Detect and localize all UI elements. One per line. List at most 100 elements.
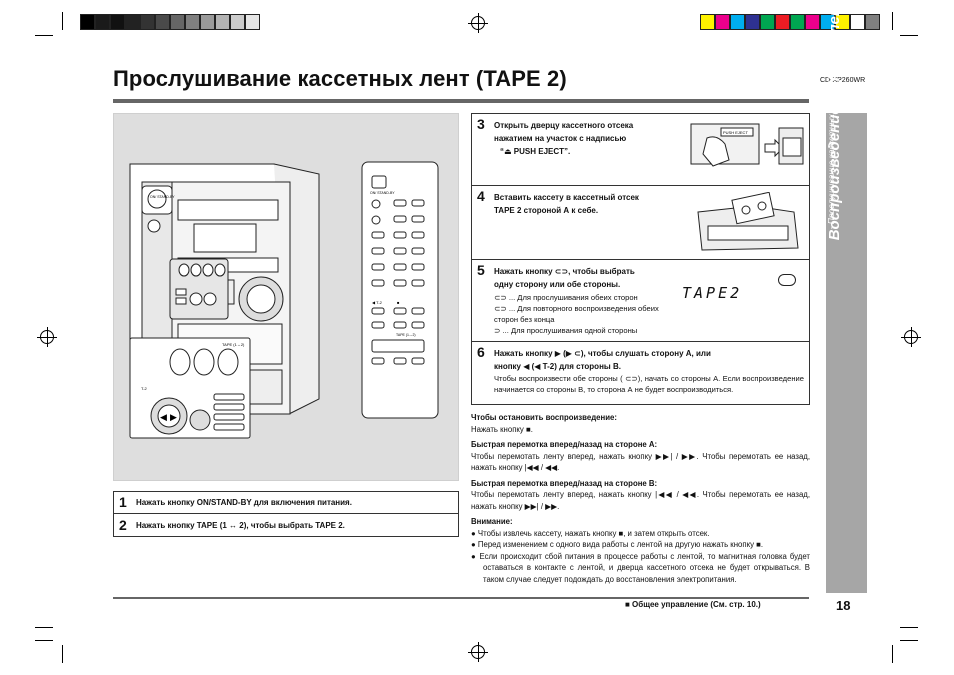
footer-reference: ■ Общее управление (См. стр. 10.) bbox=[625, 600, 761, 609]
note-heading: Чтобы остановить воспроизведение: bbox=[471, 413, 617, 422]
step-number: 5 bbox=[477, 262, 485, 278]
step-text: Нажать кнопку ON/STAND-BY для включения … bbox=[136, 498, 352, 507]
step-line: Вставить кассету в кассетный отсек bbox=[494, 193, 639, 202]
step-line: “⏏ PUSH EJECT”. bbox=[500, 147, 571, 156]
caution-item: ● Если происходит сбой питания в процесс… bbox=[471, 551, 810, 584]
registration-mark bbox=[468, 642, 488, 662]
note-heading: Быстрая перемотка вперед/назад на сторон… bbox=[471, 440, 658, 449]
caution-item: ● Перед изменением с одного вида работы … bbox=[471, 540, 764, 549]
step-number: 2 bbox=[119, 517, 127, 533]
one-side-icon: ⊃ bbox=[494, 326, 501, 335]
t2-label: T-2 bbox=[141, 386, 148, 391]
color-swatch bbox=[155, 14, 170, 30]
step-line: Нажать кнопку ▶ (▶ ⊂), чтобы слушать сто… bbox=[494, 349, 711, 358]
reverse-icon: ◀ bbox=[160, 412, 167, 422]
remote-on-standby-label: ON/ STAND-BY bbox=[370, 191, 395, 195]
step-line: нажатием на участок с надписью bbox=[494, 134, 627, 143]
color-swatch bbox=[185, 14, 200, 30]
step-number: 3 bbox=[477, 116, 485, 132]
color-swatch bbox=[730, 14, 745, 30]
footer-rule bbox=[113, 597, 809, 599]
page-number: 18 bbox=[836, 598, 851, 613]
registration-mark bbox=[901, 327, 921, 347]
reverse-mode-icon bbox=[778, 274, 796, 286]
step-line: кнопку ◀ (◀ T-2) для стороны В. bbox=[494, 362, 621, 371]
step-line: Нажать кнопку ⊂⊃, чтобы выбрать bbox=[494, 267, 635, 276]
crop-mark bbox=[892, 12, 893, 30]
crop-mark bbox=[900, 627, 918, 628]
cassette-insert-illustration bbox=[697, 192, 799, 251]
note-heading: Быстрая перемотка вперед/назад на сторон… bbox=[471, 478, 658, 488]
step-number: 1 bbox=[119, 494, 127, 510]
step-4: 4 Вставить кассету в кассетный отсек TAP… bbox=[472, 186, 809, 260]
tape-label: TAPE (1↔2) bbox=[222, 342, 245, 347]
repeat-icon: ⊂⊃ bbox=[494, 304, 507, 313]
color-swatch bbox=[110, 14, 125, 30]
note-text: Чтобы перемотать ленту вперед, нажать кн… bbox=[471, 490, 810, 511]
color-bar-right bbox=[700, 14, 880, 30]
device-illustration: ON/ STAND-BY TAPE (1↔2) bbox=[113, 113, 459, 481]
color-swatch bbox=[700, 14, 715, 30]
section-sidebar: Воспроизведение записи с лент - Прослуши… bbox=[826, 0, 867, 593]
step-text: Нажать кнопку TAPE (1 ↔ 2), чтобы выбрат… bbox=[136, 521, 345, 530]
stereo-and-remote-drawing: ON/ STAND-BY TAPE (1↔2) bbox=[129, 161, 439, 439]
color-swatch bbox=[835, 14, 850, 30]
color-swatch bbox=[715, 14, 730, 30]
crop-mark bbox=[62, 12, 63, 30]
display-readout: TAPE2 bbox=[682, 284, 743, 302]
remote-tape-label: TAPE (1↔2) bbox=[396, 333, 416, 337]
color-swatch bbox=[760, 14, 775, 30]
mode-option: ⊂⊃ ... Для повторного воспроизведения об… bbox=[494, 304, 659, 324]
step-line: TAPE 2 стороной А к себе. bbox=[494, 206, 599, 215]
color-swatch bbox=[745, 14, 760, 30]
notes-section: Чтобы остановить воспроизведение: Нажать… bbox=[471, 412, 810, 585]
remote-control bbox=[361, 161, 439, 419]
bullet-icon: ● bbox=[471, 528, 478, 538]
steps-1-2: 1 Нажать кнопку ON/STAND-BY для включени… bbox=[113, 491, 459, 537]
step-3: 3 Открыть дверцу кассетного отсека нажат… bbox=[472, 114, 809, 186]
remote-stop-label: ■ bbox=[397, 300, 400, 305]
color-swatch bbox=[865, 14, 880, 30]
color-swatch bbox=[125, 14, 140, 30]
color-bar-left bbox=[80, 14, 260, 30]
mode-option: ⊂⊃ ... Для прослушивания обеих сторон bbox=[494, 293, 638, 302]
color-swatch bbox=[790, 14, 805, 30]
color-swatch bbox=[200, 14, 215, 30]
sidebar-subtitle: - Прослушивание кассетных лент (TAPE 2) … bbox=[826, 48, 836, 230]
crop-mark bbox=[892, 645, 893, 663]
on-standby-label: ON/ STAND-BY bbox=[150, 195, 175, 199]
step-number: 4 bbox=[477, 188, 485, 204]
step-line: одну сторону или обе стороны. bbox=[494, 280, 621, 289]
display-panel: TAPE2 bbox=[682, 274, 802, 314]
step-6: 6 Нажать кнопку ▶ (▶ ⊂), чтобы слушать с… bbox=[472, 342, 809, 406]
color-swatch bbox=[215, 14, 230, 30]
crop-mark bbox=[62, 645, 63, 663]
crop-mark bbox=[35, 627, 53, 628]
caution-item: ● Чтобы извлечь кассету, нажать кнопку ■… bbox=[471, 528, 710, 538]
crop-mark bbox=[900, 35, 918, 36]
step-line: Открыть дверцу кассетного отсека bbox=[494, 121, 634, 130]
registration-mark bbox=[37, 327, 57, 347]
registration-mark bbox=[468, 13, 488, 33]
push-eject-illustration: PUSH EJECT bbox=[690, 123, 804, 167]
model-number: CD-XP260WR bbox=[820, 77, 866, 84]
crop-mark bbox=[35, 35, 53, 36]
color-swatch bbox=[80, 14, 95, 30]
caution-heading: Внимание: bbox=[471, 517, 513, 526]
note-text: Чтобы перемотать ленту вперед, нажать кн… bbox=[471, 451, 810, 473]
color-swatch bbox=[820, 14, 835, 30]
bullet-icon: ● bbox=[471, 551, 480, 561]
color-swatch bbox=[95, 14, 110, 30]
unit-display bbox=[193, 223, 257, 253]
color-swatch bbox=[775, 14, 790, 30]
step-2: 2 Нажать кнопку TAPE (1 ↔ 2), чтобы выбр… bbox=[114, 515, 458, 537]
color-swatch bbox=[805, 14, 820, 30]
page-title: Прослушивание кассетных лент (TAPE 2) bbox=[113, 66, 567, 91]
crop-mark bbox=[35, 640, 53, 641]
note-text: Нажать кнопку ■. bbox=[471, 424, 533, 434]
push-eject-label: PUSH EJECT bbox=[723, 130, 748, 135]
steps-3-6: 3 Открыть дверцу кассетного отсека нажат… bbox=[471, 113, 810, 405]
both-sides-icon: ⊂⊃ bbox=[494, 293, 507, 302]
color-swatch bbox=[170, 14, 185, 30]
color-swatch bbox=[850, 14, 865, 30]
